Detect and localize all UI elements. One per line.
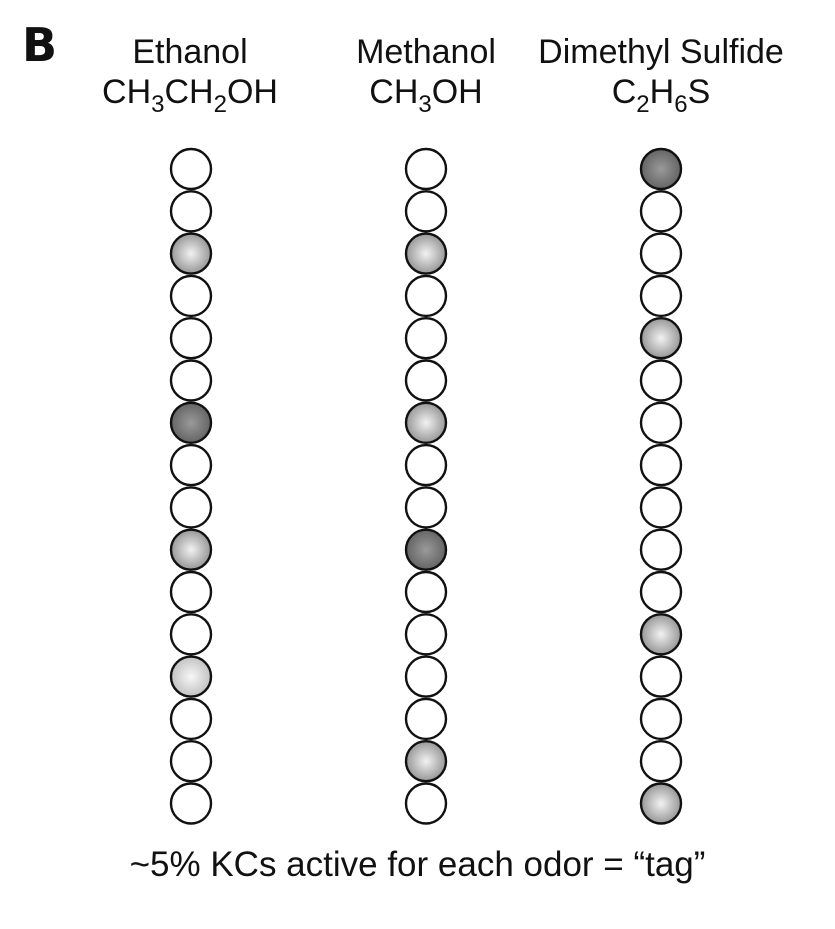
inactive-kenyon-cell: [404, 359, 448, 402]
active-kenyon-cell: [169, 528, 213, 571]
odor-column-methanol: Methanol CH3OH: [266, 32, 586, 118]
inactive-kenyon-cell: [169, 274, 213, 318]
cell-column-1: [404, 147, 448, 825]
odor-name-dimethyl-sulfide: Dimethyl Sulfide: [538, 33, 784, 71]
active-kenyon-cell: [404, 232, 448, 275]
formula-part: CH2: [164, 73, 227, 118]
inactive-kenyon-cell: [639, 401, 683, 444]
inactive-kenyon-cell: [639, 443, 683, 487]
active-kenyon-cell: [169, 401, 213, 444]
caption: ~5% KCs active for each odor = “tag”: [129, 845, 706, 884]
inactive-kenyon-cell: [639, 274, 683, 318]
inactive-kenyon-cell: [404, 443, 448, 487]
odor-column-ethanol: Ethanol CH3CH2OH: [30, 32, 350, 118]
active-kenyon-cell: [169, 655, 213, 698]
inactive-kenyon-cell: [404, 317, 448, 360]
inactive-kenyon-cell: [639, 655, 683, 698]
odor-formula-ethanol: CH3CH2OH: [30, 72, 350, 118]
cell-column-2: [639, 147, 683, 825]
inactive-kenyon-cell: [169, 147, 213, 191]
inactive-kenyon-cell: [169, 317, 213, 360]
odor-column-dimethyl-sulfide: Dimethyl Sulfide C2H6S: [501, 32, 821, 118]
inactive-kenyon-cell: [169, 570, 213, 614]
panel-label: B: [22, 18, 58, 72]
inactive-kenyon-cell: [639, 697, 683, 741]
odor-formula-methanol: CH3OH: [266, 72, 586, 118]
inactive-kenyon-cell: [639, 528, 683, 571]
inactive-kenyon-cell: [404, 570, 448, 614]
active-kenyon-cell: [639, 147, 683, 191]
odor-name-methanol: Methanol: [356, 33, 496, 71]
active-kenyon-cell: [169, 232, 213, 275]
active-kenyon-cell: [404, 528, 448, 571]
inactive-kenyon-cell: [169, 613, 213, 656]
active-kenyon-cell: [404, 401, 448, 444]
inactive-kenyon-cell: [169, 443, 213, 487]
inactive-kenyon-cell: [404, 655, 448, 698]
inactive-kenyon-cell: [639, 570, 683, 614]
inactive-kenyon-cell: [639, 486, 683, 529]
inactive-kenyon-cell: [169, 359, 213, 402]
inactive-kenyon-cell: [639, 740, 683, 783]
active-kenyon-cell: [639, 782, 683, 825]
formula-part: S: [687, 73, 711, 111]
inactive-kenyon-cell: [404, 190, 448, 233]
formula-part: C2: [611, 73, 650, 118]
odor-formula-dimethyl-sulfide: C2H6S: [501, 72, 821, 118]
inactive-kenyon-cell: [404, 782, 448, 825]
active-kenyon-cell: [639, 613, 683, 656]
inactive-kenyon-cell: [169, 740, 213, 783]
formula-part: H6: [649, 73, 688, 118]
formula-part: OH: [226, 73, 278, 111]
inactive-kenyon-cell: [639, 359, 683, 402]
active-kenyon-cell: [639, 317, 683, 360]
inactive-kenyon-cell: [169, 697, 213, 741]
inactive-kenyon-cell: [404, 613, 448, 656]
inactive-kenyon-cell: [639, 190, 683, 233]
inactive-kenyon-cell: [169, 190, 213, 233]
inactive-kenyon-cell: [404, 486, 448, 529]
formula-part: OH: [431, 73, 483, 111]
inactive-kenyon-cell: [404, 274, 448, 318]
formula-part: CH3: [102, 73, 165, 118]
inactive-kenyon-cell: [404, 147, 448, 191]
inactive-kenyon-cell: [404, 697, 448, 741]
formula-part: CH3: [369, 73, 432, 118]
inactive-kenyon-cell: [639, 232, 683, 275]
odor-name-ethanol: Ethanol: [132, 33, 248, 71]
inactive-kenyon-cell: [169, 782, 213, 825]
active-kenyon-cell: [404, 740, 448, 783]
cell-column-0: [169, 147, 213, 825]
inactive-kenyon-cell: [169, 486, 213, 529]
